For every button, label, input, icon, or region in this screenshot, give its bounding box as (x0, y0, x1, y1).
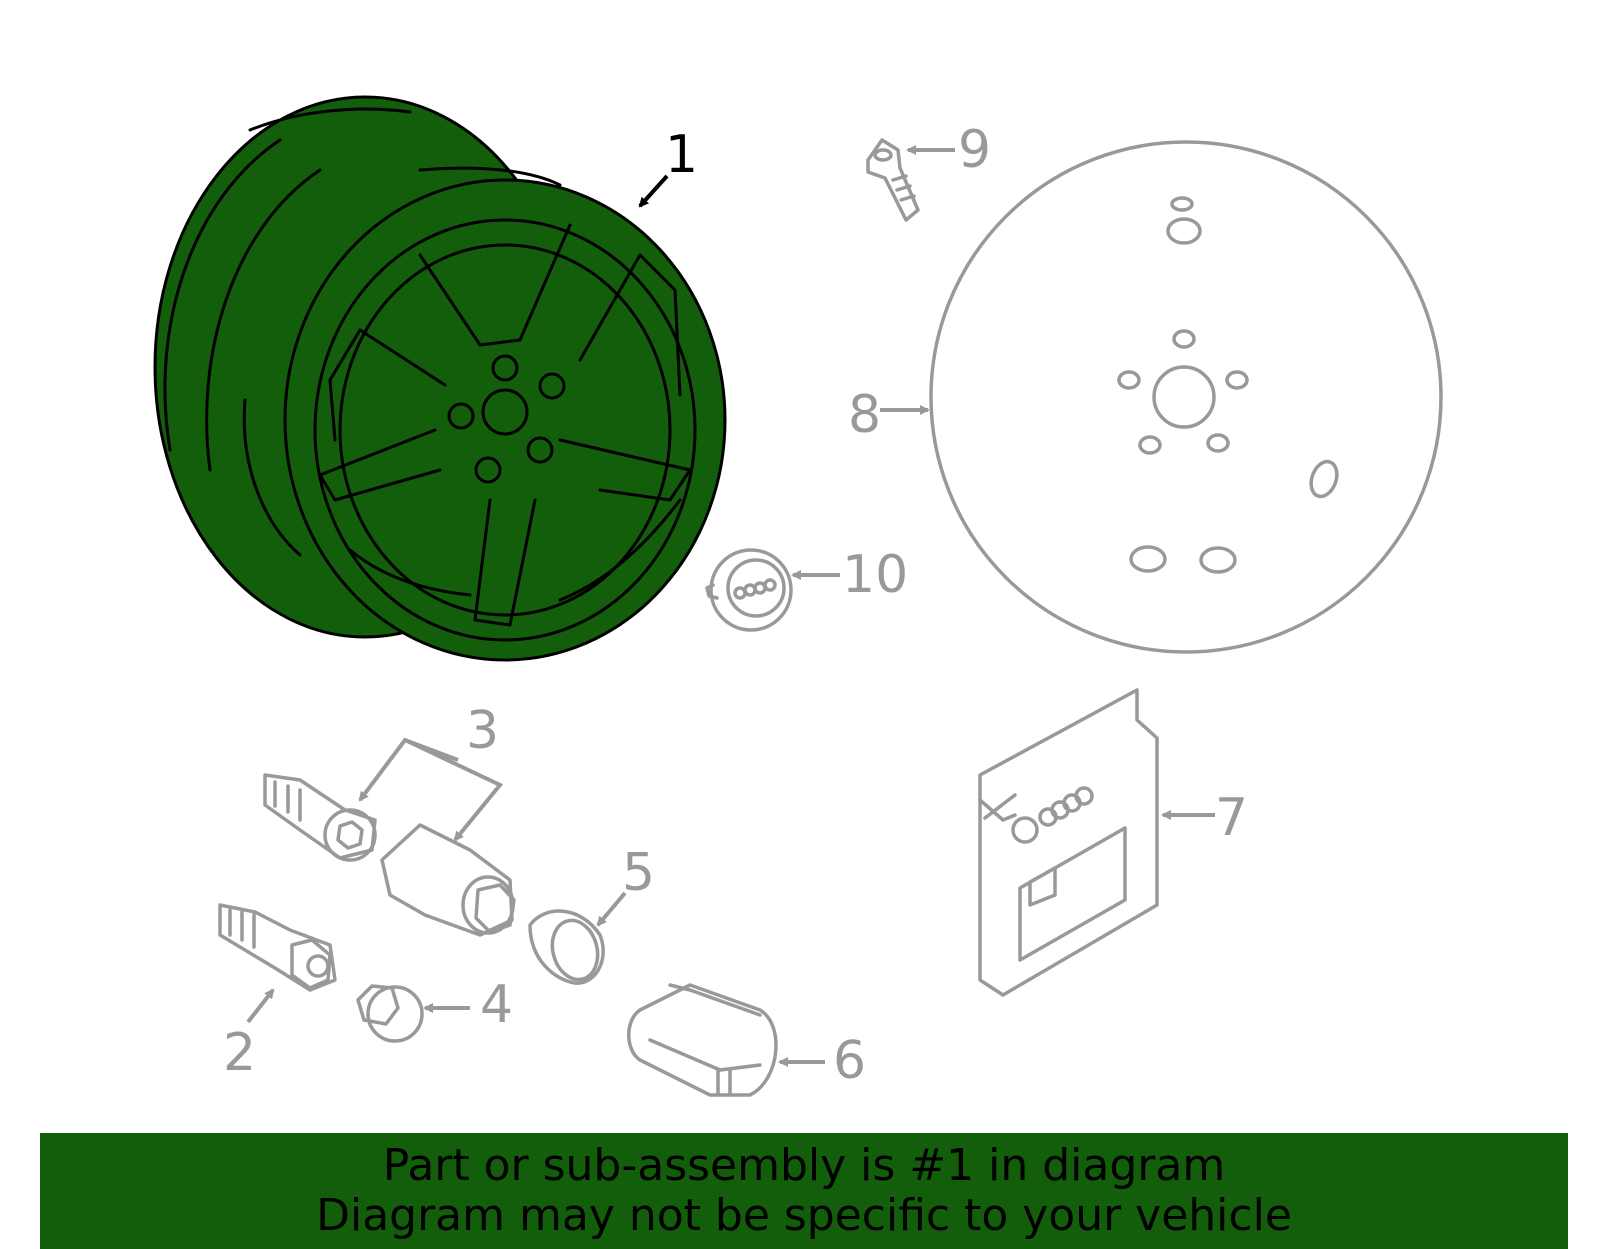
banner-line-2: Diagram may not be specific to your vehi… (316, 1190, 1292, 1241)
callout-5: 5 (622, 843, 655, 903)
leader-5 (596, 891, 627, 927)
bolt-part-9[interactable] (866, 138, 920, 222)
callout-6: 6 (833, 1031, 866, 1091)
nut-cap-part-4[interactable] (356, 984, 424, 1043)
callout-10: 10 (842, 545, 908, 605)
leader-1 (638, 174, 669, 208)
leader-3 (358, 737, 459, 802)
leader-3b (404, 738, 504, 842)
callout-8: 8 (848, 385, 881, 445)
callout-7: 7 (1215, 788, 1248, 848)
banner-background (40, 1133, 1568, 1249)
tool-part-6[interactable] (627, 983, 778, 1097)
wheel-bolt-part-2[interactable] (218, 903, 337, 992)
center-cap-part-10[interactable] (705, 548, 793, 632)
callout-4: 4 (480, 975, 513, 1035)
info-banner: Part or sub-assembly is #1 in diagram Di… (40, 1133, 1568, 1249)
callout-3: 3 (466, 701, 499, 761)
label-part-7[interactable] (978, 688, 1159, 997)
spare-wheel-part-8[interactable] (929, 140, 1443, 654)
locking-bolt-part-3[interactable] (263, 773, 516, 937)
callout-2: 2 (223, 1023, 256, 1083)
callout-9: 9 (958, 120, 991, 180)
banner-line-1: Part or sub-assembly is #1 in diagram (382, 1140, 1226, 1191)
leader-2 (246, 988, 275, 1024)
cap-part-5[interactable] (528, 909, 605, 985)
wheel-part-1[interactable] (153, 95, 727, 662)
callout-1: 1 (665, 125, 698, 185)
